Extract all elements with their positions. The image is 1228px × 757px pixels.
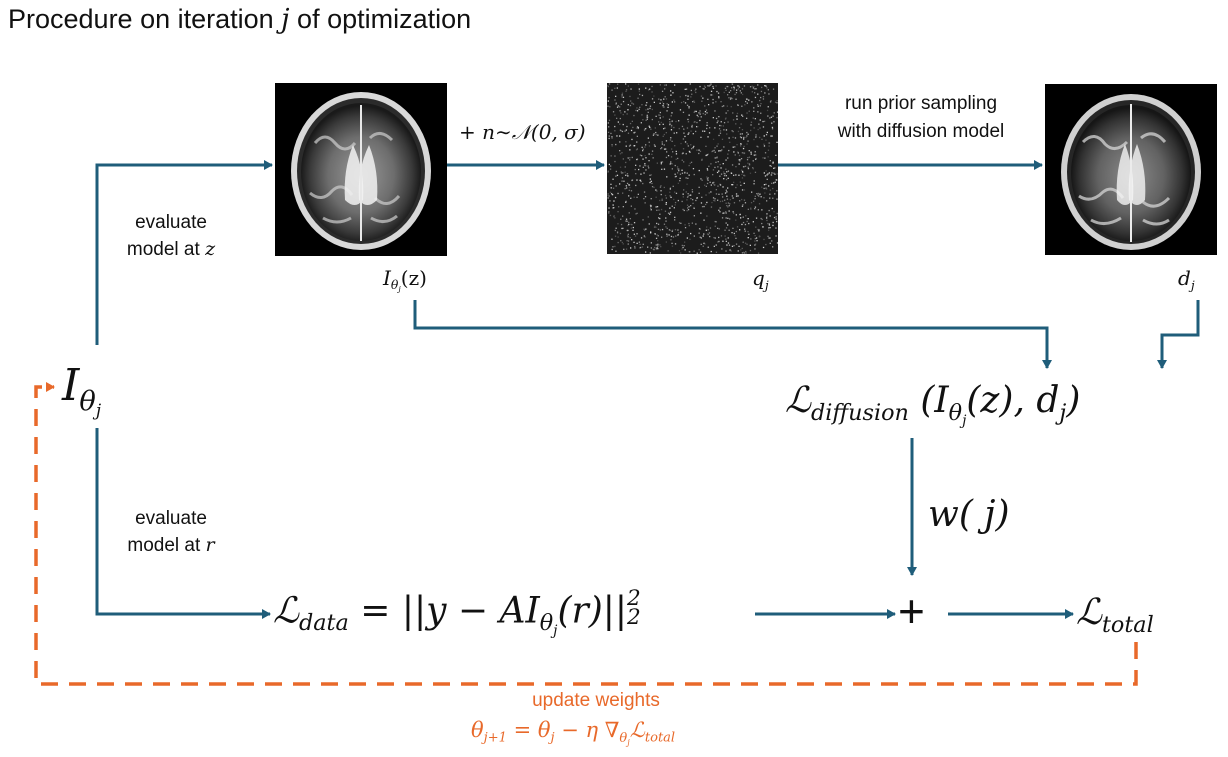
label-evaluate-z: evaluate model at z <box>126 212 216 260</box>
arrow-model-to-input-image <box>95 160 273 345</box>
caption-noise-image: qj <box>752 266 769 293</box>
update-formula: θj+1 = θj − η ∇θjℒtotal <box>471 718 676 747</box>
arrow-input-to-diffusion-loss <box>413 300 1052 369</box>
title-prefix: Procedure on iteration <box>8 4 282 34</box>
caption-output-image: dj <box>1178 266 1195 293</box>
title-variable: j <box>281 4 290 35</box>
node-loss-total: ℒtotal <box>1076 592 1154 638</box>
node-model: Iθj <box>62 360 102 420</box>
arrow-output-to-diffusion-loss <box>1157 300 1200 369</box>
noise-image <box>607 83 778 254</box>
arrow-update-weights <box>34 382 1138 686</box>
caption-input-image: Iθj(z) <box>383 266 427 295</box>
label-add-noise: + n∼𝒩(0, σ) <box>459 120 586 144</box>
label-weight: w( j) <box>928 494 1010 535</box>
mri-output-image <box>1045 84 1217 255</box>
label-evaluate-r: evaluate model at r <box>127 508 215 556</box>
node-plus: + <box>898 585 925 637</box>
label-prior-sampling: run prior sampling with diffusion model <box>837 93 1005 142</box>
arrow-model-to-data-loss <box>95 428 271 619</box>
title-suffix: of optimization <box>289 4 472 34</box>
mri-input-image <box>275 83 447 256</box>
page-title: Procedure on iteration j of optimization <box>8 4 471 35</box>
label-update-weights: update weights <box>532 690 660 711</box>
node-loss-diffusion: ℒdiffusion (Iθj(z), dj) <box>785 380 1081 429</box>
